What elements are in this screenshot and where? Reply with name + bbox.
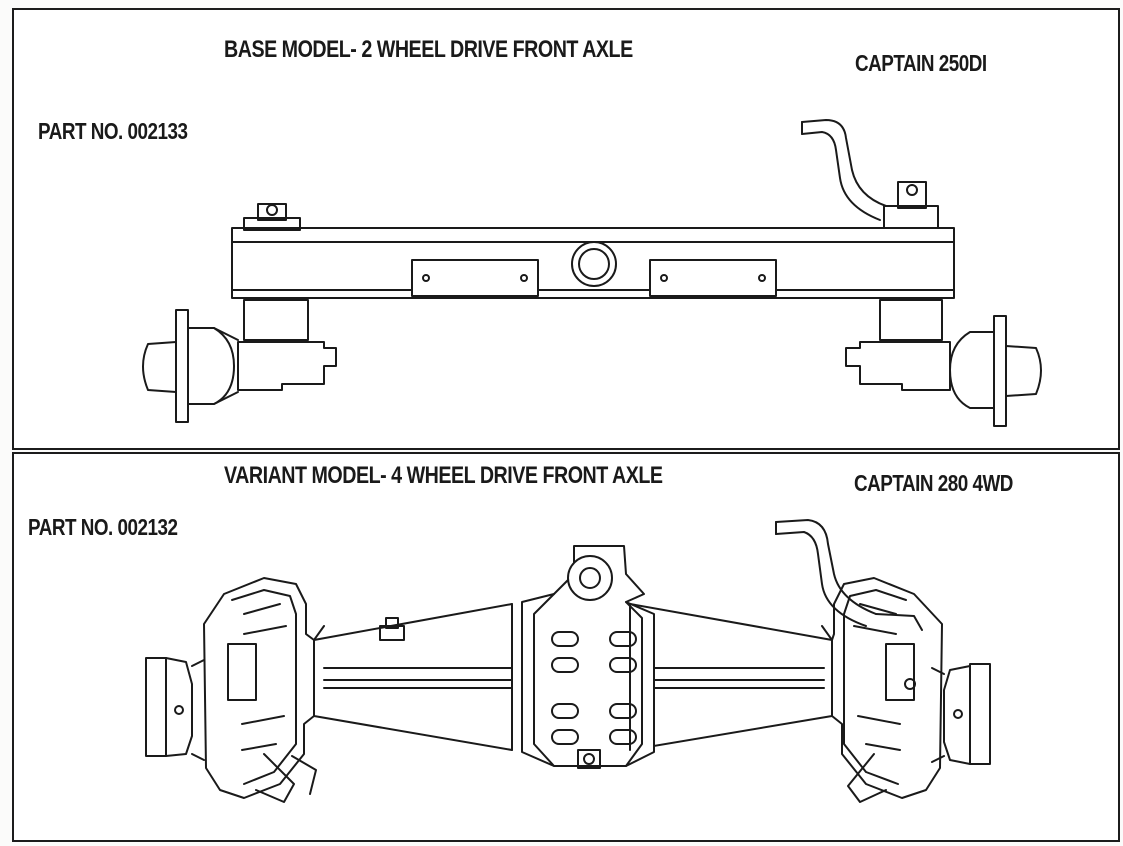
- part-number: PART NO. 002133: [38, 118, 188, 144]
- panel-title: VARIANT MODEL- 4 WHEEL DRIVE FRONT AXLE: [224, 462, 663, 489]
- differential-slots: [551, 631, 637, 745]
- steering-arm: [801, 119, 887, 221]
- drain-plug: [577, 749, 601, 769]
- left-wheel-hub: [142, 299, 337, 423]
- left-steering-knuckle: [203, 577, 317, 803]
- left-wheel-flange: [145, 657, 205, 761]
- 2wd-axle-drawing: [142, 119, 1042, 427]
- model-code: CAPTAIN 280 4WD: [854, 470, 1013, 496]
- part-number: PART NO. 002132: [28, 514, 178, 540]
- right-wheel-hub: [845, 299, 1042, 427]
- left-kingpin-nut: [243, 203, 301, 231]
- center-pivot-boss: [571, 241, 617, 287]
- model-code: CAPTAIN 250DI: [855, 50, 987, 76]
- axle-tubes: [313, 603, 833, 751]
- panel-4wd-axle: VARIANT MODEL- 4 WHEEL DRIVE FRONT AXLE …: [12, 452, 1120, 842]
- 4wd-axle-drawing: [145, 519, 991, 803]
- breather-cap: [379, 617, 405, 641]
- right-kingpin-nut: [883, 181, 939, 229]
- steering-arm: [775, 519, 923, 631]
- pivot-eye: [567, 555, 613, 601]
- panel-title: BASE MODEL- 2 WHEEL DRIVE FRONT AXLE: [224, 36, 633, 63]
- panel-2wd-axle: BASE MODEL- 2 WHEEL DRIVE FRONT AXLE CAP…: [12, 8, 1120, 450]
- right-steering-knuckle: [831, 577, 943, 803]
- right-wheel-flange: [931, 663, 991, 765]
